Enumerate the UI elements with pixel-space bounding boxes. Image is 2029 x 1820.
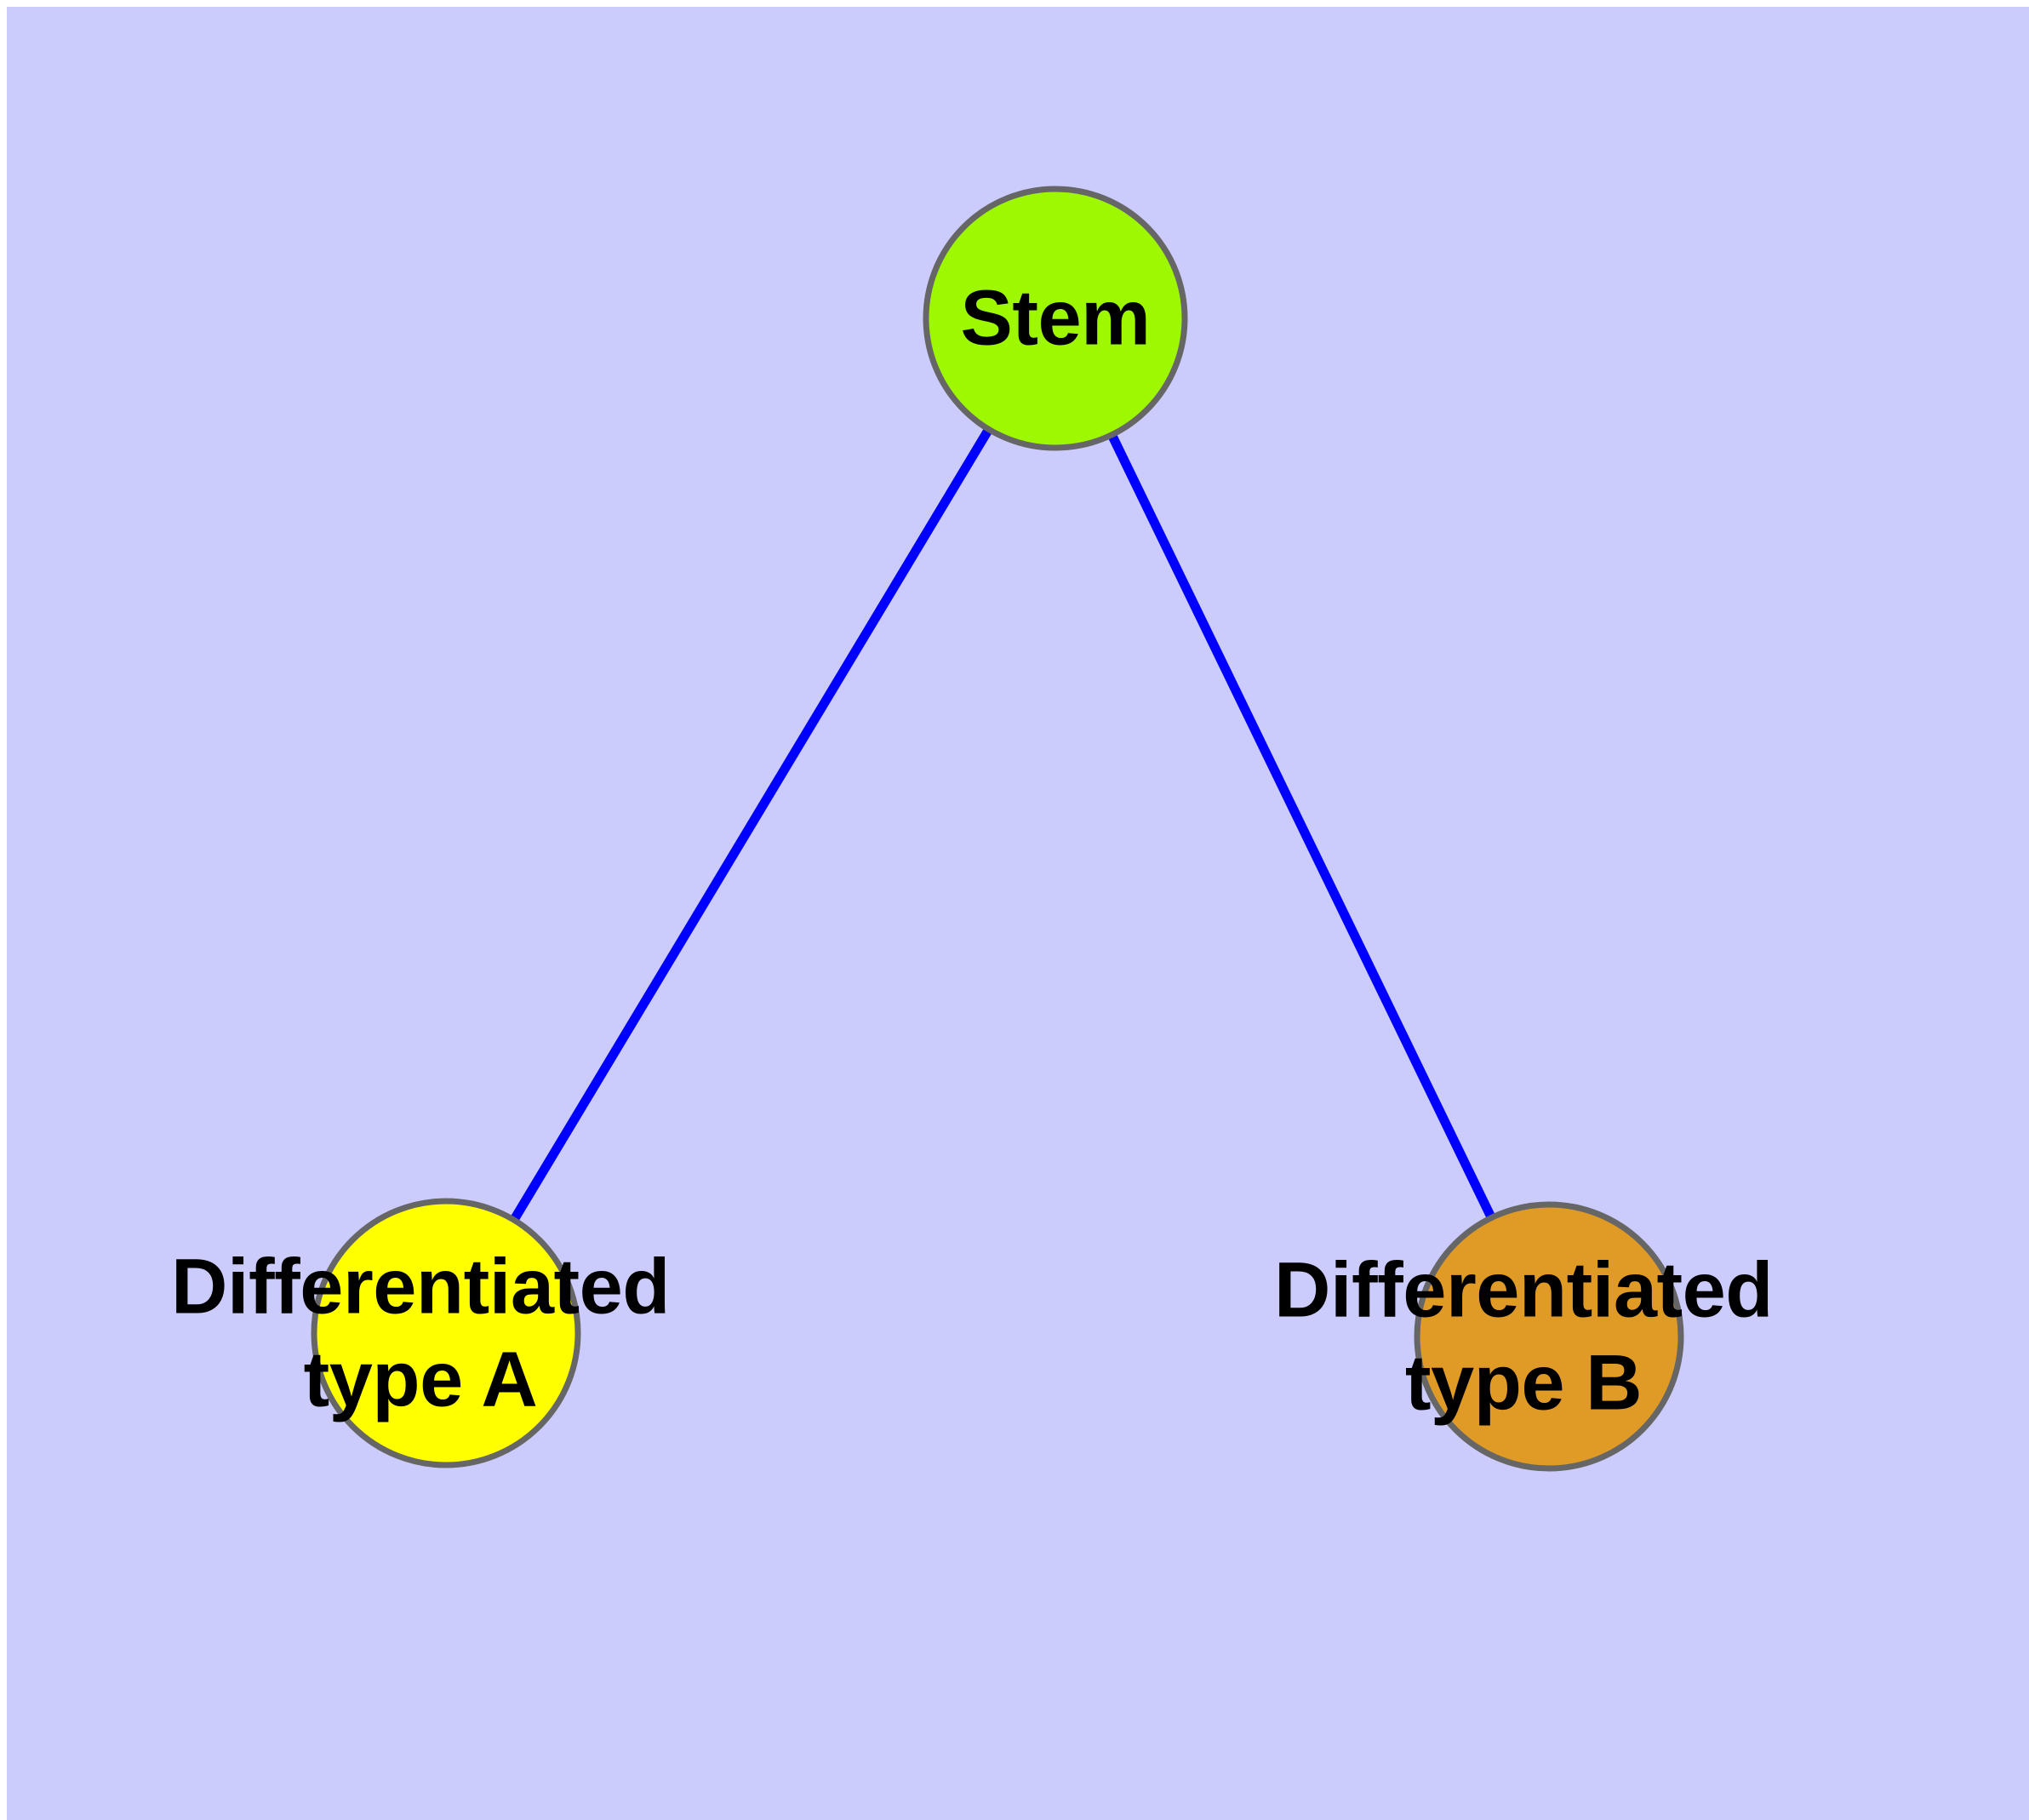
node-stem[interactable] — [923, 186, 1188, 451]
node-diff_a[interactable] — [311, 1198, 581, 1468]
edge-stem-diff-b[interactable] — [1106, 429, 1498, 1223]
edges-layer — [508, 424, 1498, 1226]
node-diff_b[interactable] — [1414, 1201, 1684, 1472]
nodes-layer — [311, 186, 1684, 1472]
edge-stem-diff-a[interactable] — [508, 424, 995, 1226]
